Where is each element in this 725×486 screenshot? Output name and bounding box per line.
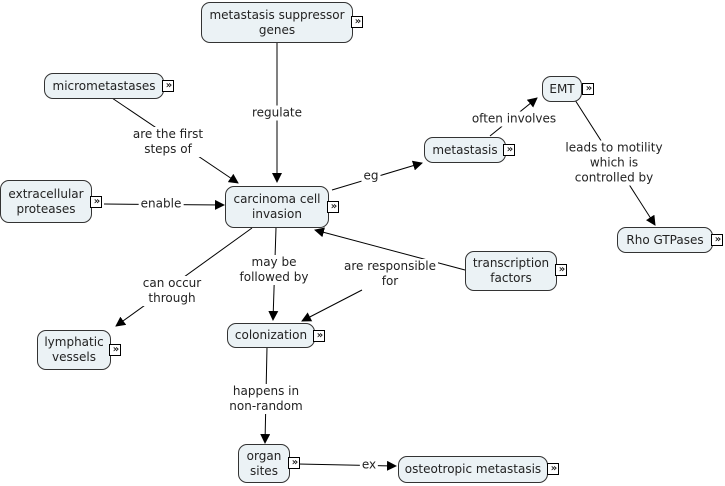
link-label-first-steps: are the first steps of	[130, 127, 206, 157]
concept-carcinoma-cell-invasion[interactable]: carcinoma cell invasion	[225, 186, 329, 228]
edge	[314, 227, 466, 271]
link-label-eg: eg	[361, 168, 381, 184]
link-label-can-occur: can occur through	[140, 276, 204, 306]
concept-transcription-factors[interactable]: transcription factors	[465, 251, 557, 291]
expand-icon[interactable]: »	[313, 330, 325, 342]
concept-osteotropic-metastasis[interactable]: osteotropic metastasis	[398, 456, 548, 483]
concept-lymphatic-vessels[interactable]: lymphatic vessels	[37, 330, 111, 370]
edge	[297, 460, 397, 471]
concept-organ-sites[interactable]: organ sites	[238, 444, 290, 483]
link-label-often-involves: often involves	[469, 111, 559, 127]
link-label-ex: ex	[359, 457, 379, 473]
link-label-followed-by: may be followed by	[237, 255, 311, 285]
link-label-enable: enable	[138, 196, 184, 212]
concept-colonization[interactable]: colonization	[227, 323, 315, 348]
expand-icon[interactable]: »	[327, 201, 339, 213]
edge	[301, 289, 363, 322]
expand-icon[interactable]: »	[555, 264, 567, 276]
expand-icon[interactable]: »	[547, 463, 559, 475]
link-label-regulate: regulate	[249, 105, 305, 121]
link-label-happens-in: happens in non-random	[227, 384, 305, 414]
link-label-responsible: are responsible for	[341, 259, 439, 289]
link-label-leads-to: leads to motility which is controlled by	[558, 140, 670, 186]
expand-icon[interactable]: »	[90, 196, 102, 208]
concept-metastasis[interactable]: metastasis	[424, 137, 506, 163]
expand-icon[interactable]: »	[109, 344, 121, 356]
concept-micrometastases[interactable]: micrometastases	[44, 73, 164, 99]
concept-metastasis-suppressor-genes[interactable]: metastasis suppressor genes	[201, 2, 353, 43]
expand-icon[interactable]: »	[711, 234, 723, 246]
concept-rho-gtpases[interactable]: Rho GTPases	[617, 227, 713, 253]
expand-icon[interactable]: »	[582, 83, 594, 95]
expand-icon[interactable]: »	[503, 144, 515, 156]
concept-emt[interactable]: EMT	[542, 76, 582, 102]
expand-icon[interactable]: »	[288, 457, 300, 469]
expand-icon[interactable]: »	[351, 16, 363, 28]
concept-extracellular-proteases[interactable]: extracellular proteases	[0, 180, 92, 223]
expand-icon[interactable]: »	[162, 80, 174, 92]
